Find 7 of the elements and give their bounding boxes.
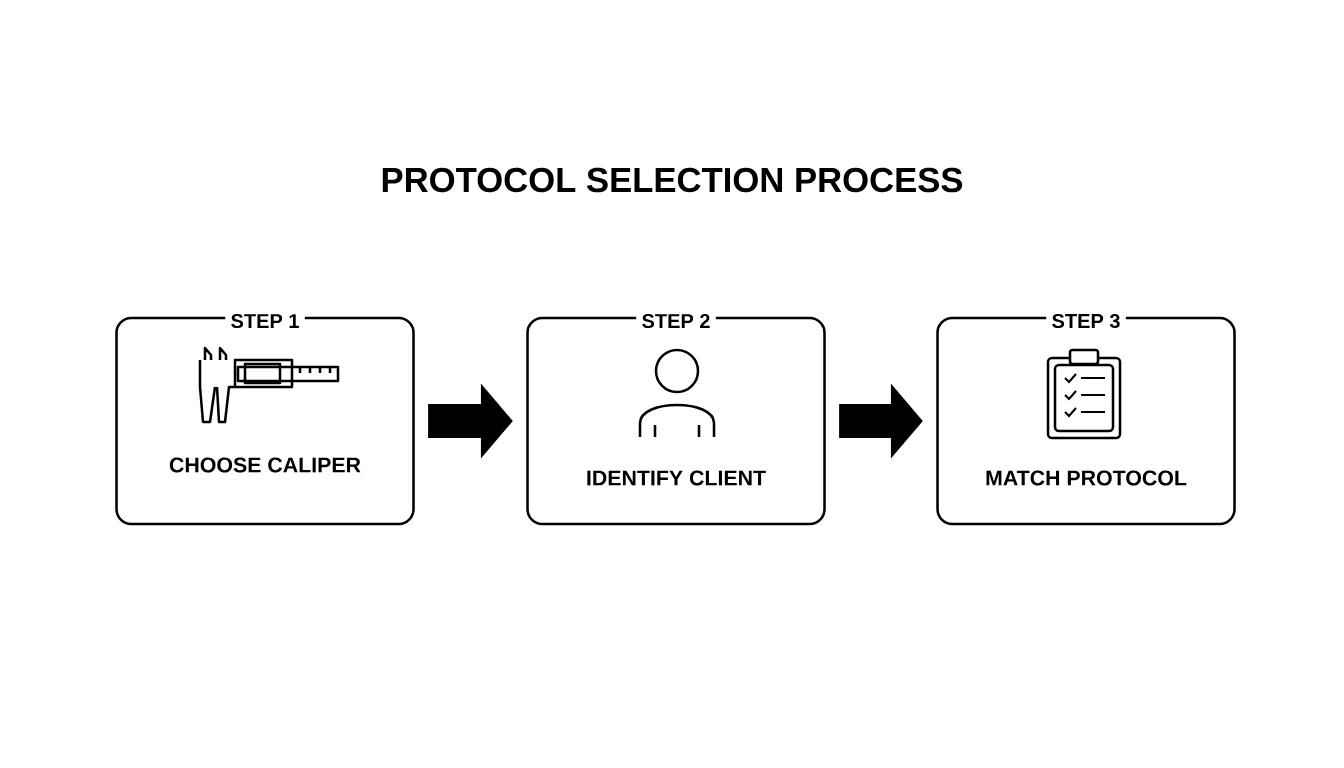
step-label: STEP 3 [1046, 308, 1126, 334]
step-label: STEP 2 [636, 308, 716, 334]
step-text: IDENTIFY CLIENT [587, 470, 766, 486]
step-label: STEP 1 [225, 308, 305, 334]
title: PROTOCOL SELECTION PROCESS [382, 167, 963, 193]
step-text: CHOOSE CALIPER [169, 457, 361, 473]
step-text: MATCH PROTOCOL [986, 470, 1187, 486]
